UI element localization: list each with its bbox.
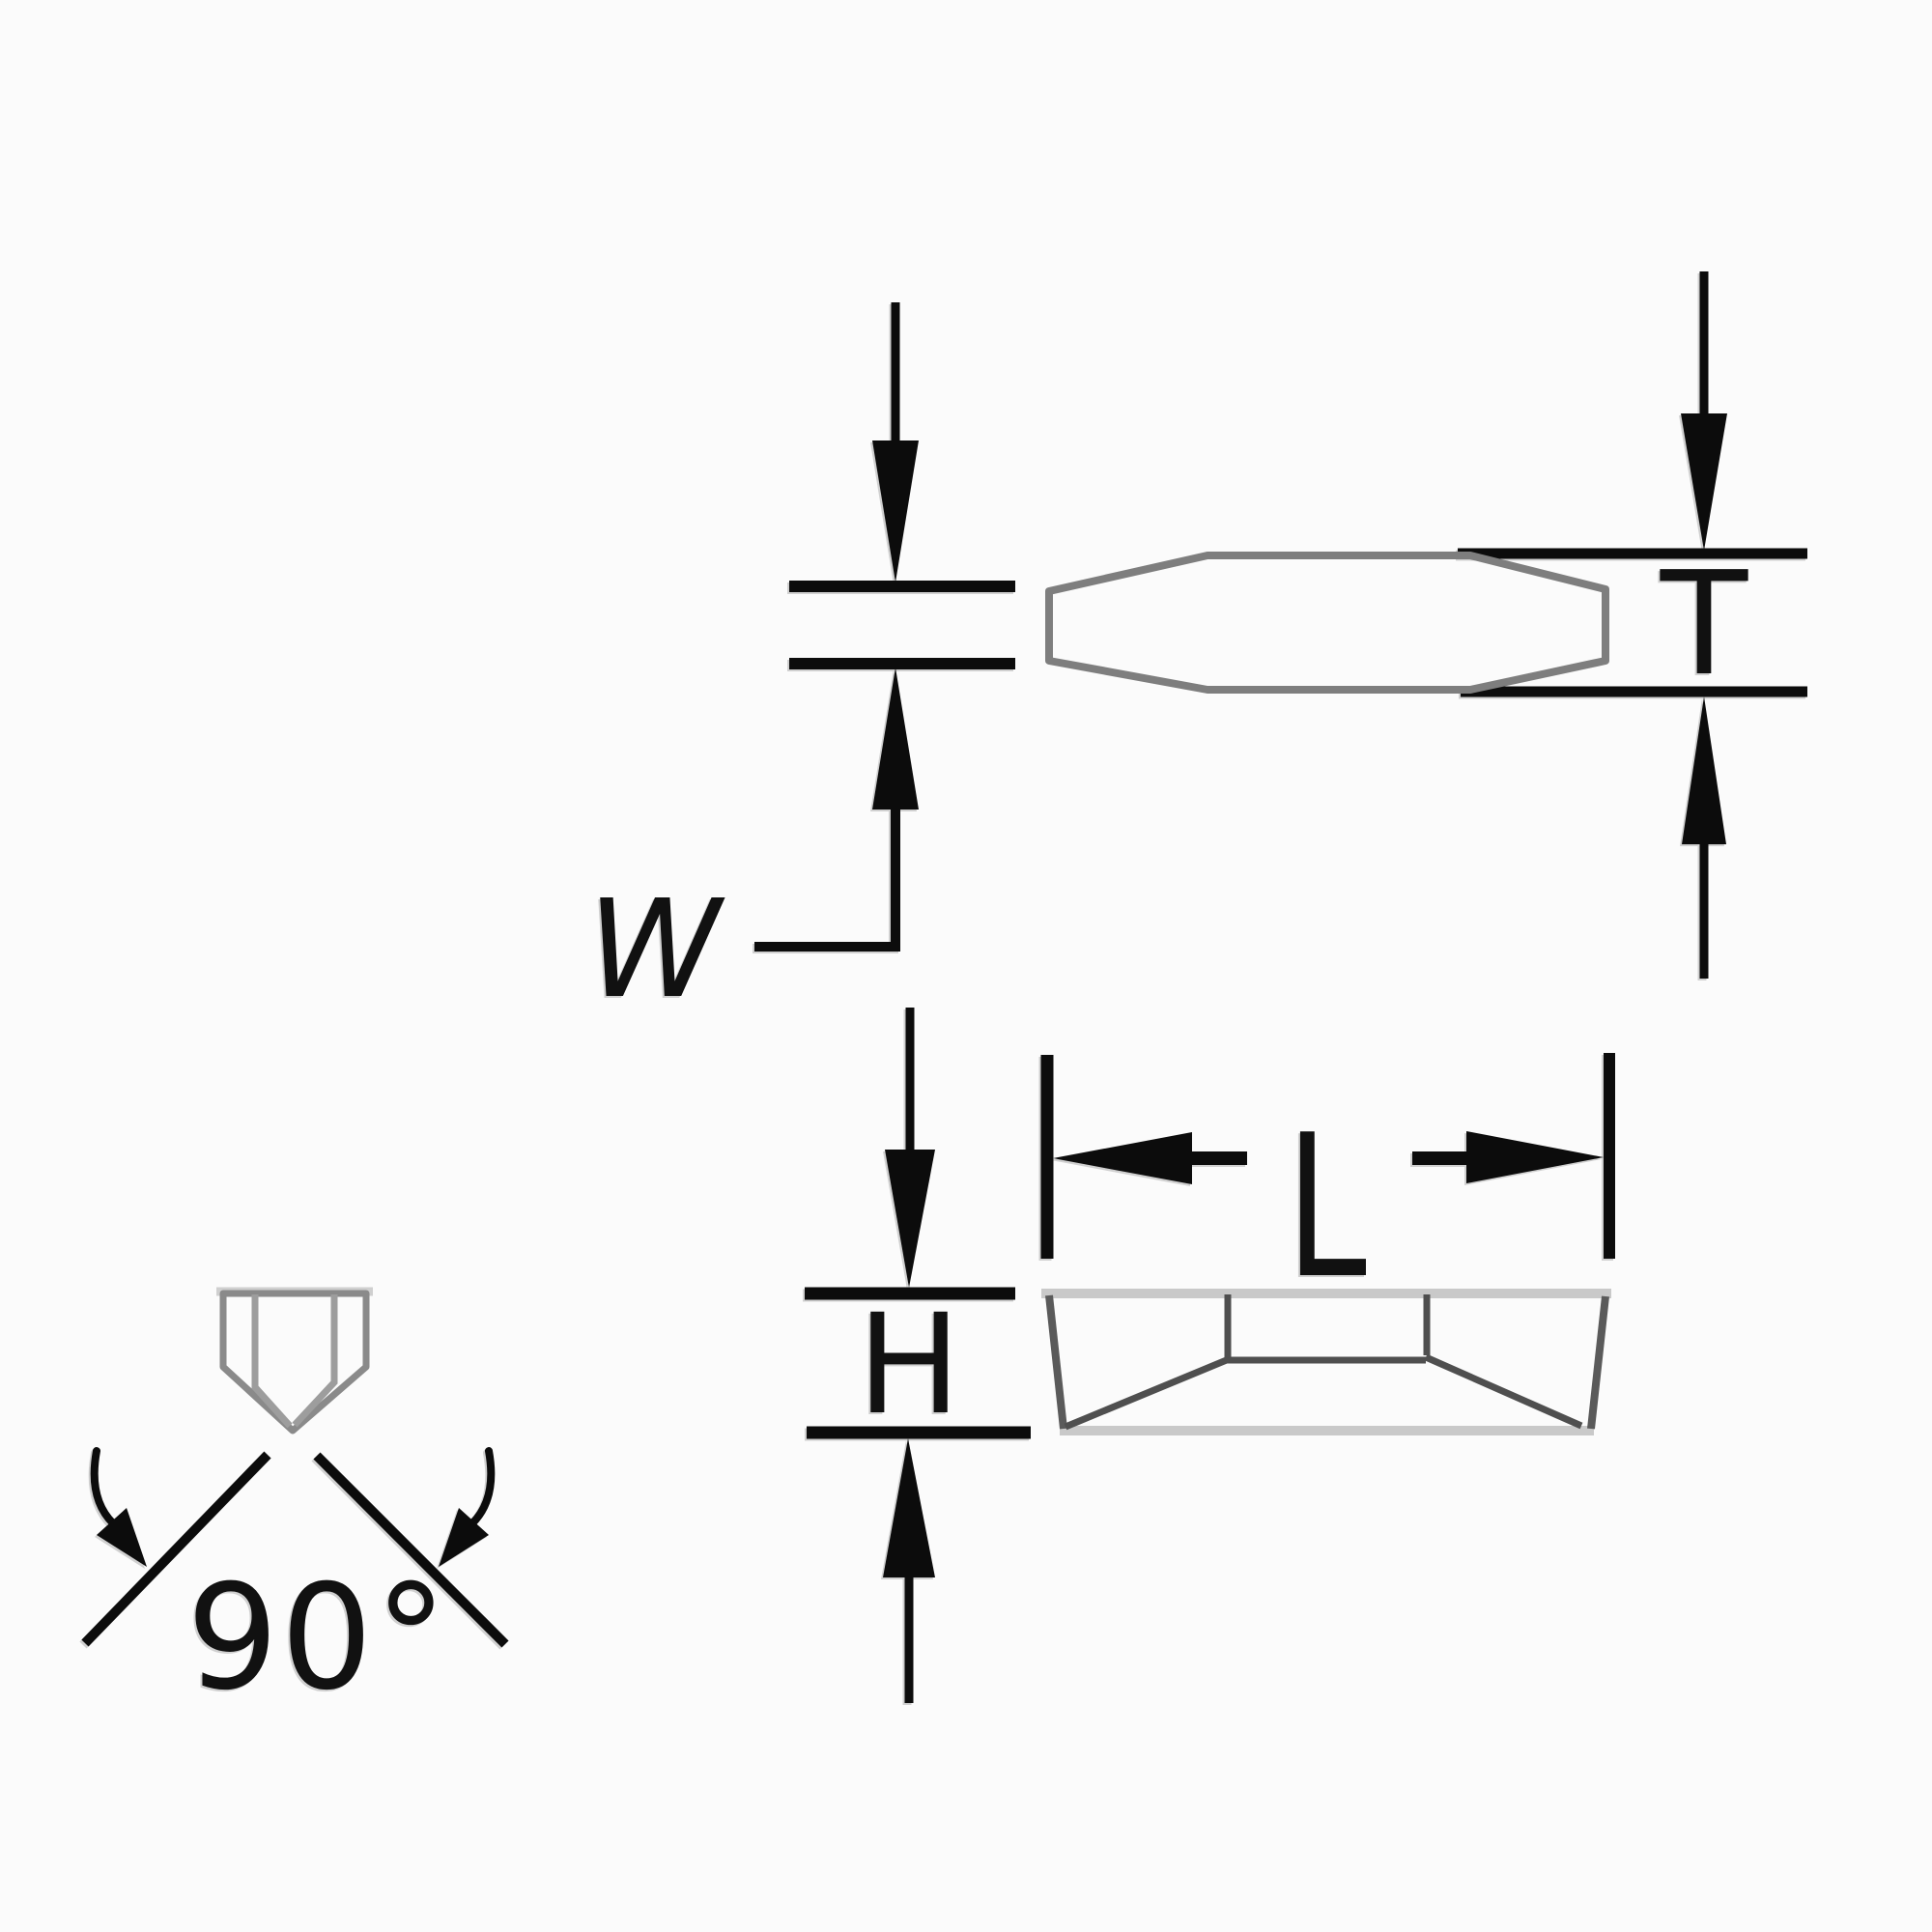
- thickness-dimension: T: [1458, 271, 1807, 979]
- insert-tip-facet-line-right: [292, 1294, 338, 1428]
- angle-arc-right-arrow-icon: [439, 1508, 489, 1567]
- side-view-seat-left-diagonal: [1064, 1355, 1231, 1431]
- thickness-label: T: [1660, 541, 1748, 707]
- arrow-up-icon: [1682, 696, 1726, 844]
- arrow-up-icon: [872, 668, 919, 810]
- angle-arc-left-arrow-icon: [97, 1508, 147, 1567]
- width-dimension: W: [587, 302, 1015, 1029]
- insert-top-view: [1045, 552, 1609, 694]
- insert-tip-profile-outline: [219, 1290, 370, 1435]
- arrow-left-icon: [1053, 1132, 1192, 1184]
- angle-line-right: [313, 1452, 509, 1648]
- length-label-group: L: [1286, 1094, 1367, 1322]
- corner-angle-detail: 90°: [81, 1287, 509, 1722]
- angle-arc-right: [469, 1447, 496, 1527]
- angle-marks: 90°: [81, 1447, 509, 1722]
- insert-side-view: [1041, 1289, 1611, 1435]
- side-view-right-edge: [1587, 1295, 1609, 1430]
- arrow-right-icon: [1466, 1131, 1604, 1183]
- height-label: H: [857, 1284, 961, 1445]
- insert-tip-facet-line-left: [251, 1294, 293, 1429]
- insert-top-view-outline: [1045, 552, 1609, 694]
- arrow-down-icon: [872, 440, 919, 582]
- width-label: W: [587, 871, 725, 1029]
- length-label: L: [1286, 1094, 1367, 1322]
- side-view-left-edge: [1045, 1294, 1067, 1430]
- arrow-down-icon: [1681, 413, 1727, 551]
- height-dimension: H: [805, 1008, 1031, 1703]
- side-view-seat-right-diagonal: [1424, 1353, 1583, 1430]
- angle-line-left: [81, 1451, 271, 1647]
- arrow-down-icon: [885, 1150, 935, 1288]
- corner-angle-label: 90°: [186, 1554, 449, 1722]
- length-dimension: L: [1040, 1053, 1615, 1322]
- angle-arc-left: [90, 1447, 117, 1527]
- arrow-up-icon: [883, 1438, 935, 1577]
- width-leader-line: [754, 804, 900, 952]
